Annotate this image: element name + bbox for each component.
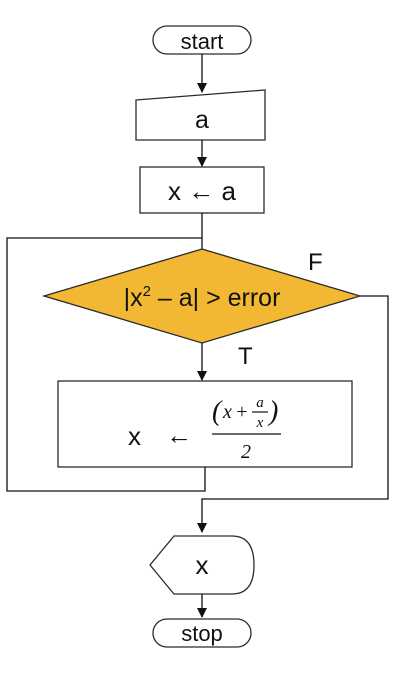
decision-prefix: |x xyxy=(124,284,143,312)
numerator-close-paren: ) xyxy=(267,396,278,427)
input-label: a xyxy=(195,106,209,134)
start-label: start xyxy=(181,29,224,54)
numerator-x: x xyxy=(222,401,232,423)
stop-label: stop xyxy=(181,621,223,646)
true-label: T xyxy=(238,343,253,370)
output-display xyxy=(149,535,255,595)
numerator-open-paren: ( xyxy=(212,396,223,427)
inner-frac-num: a xyxy=(256,395,264,411)
denominator: 2 xyxy=(241,441,251,463)
false-label: F xyxy=(308,249,323,276)
update-formula: x ← ( x + a x ) 2 xyxy=(128,395,281,463)
decision-label: |x2 – a| > error xyxy=(124,283,281,312)
decision-suffix: – a| > error xyxy=(151,284,280,312)
input-box xyxy=(135,89,266,141)
update-lhs: x xyxy=(128,421,141,451)
assign-label: x ← a xyxy=(168,176,236,206)
update-box xyxy=(57,380,353,468)
output-label: x xyxy=(196,550,209,580)
stop-terminator xyxy=(152,618,252,648)
assign-box xyxy=(139,166,265,214)
decision-exponent: 2 xyxy=(143,283,151,300)
numerator-plus: + xyxy=(235,401,249,423)
inner-frac-den: x xyxy=(256,415,264,431)
false-branch-connector xyxy=(197,295,389,533)
update-arrow: ← xyxy=(166,420,192,450)
loop-back-connector xyxy=(6,237,206,492)
